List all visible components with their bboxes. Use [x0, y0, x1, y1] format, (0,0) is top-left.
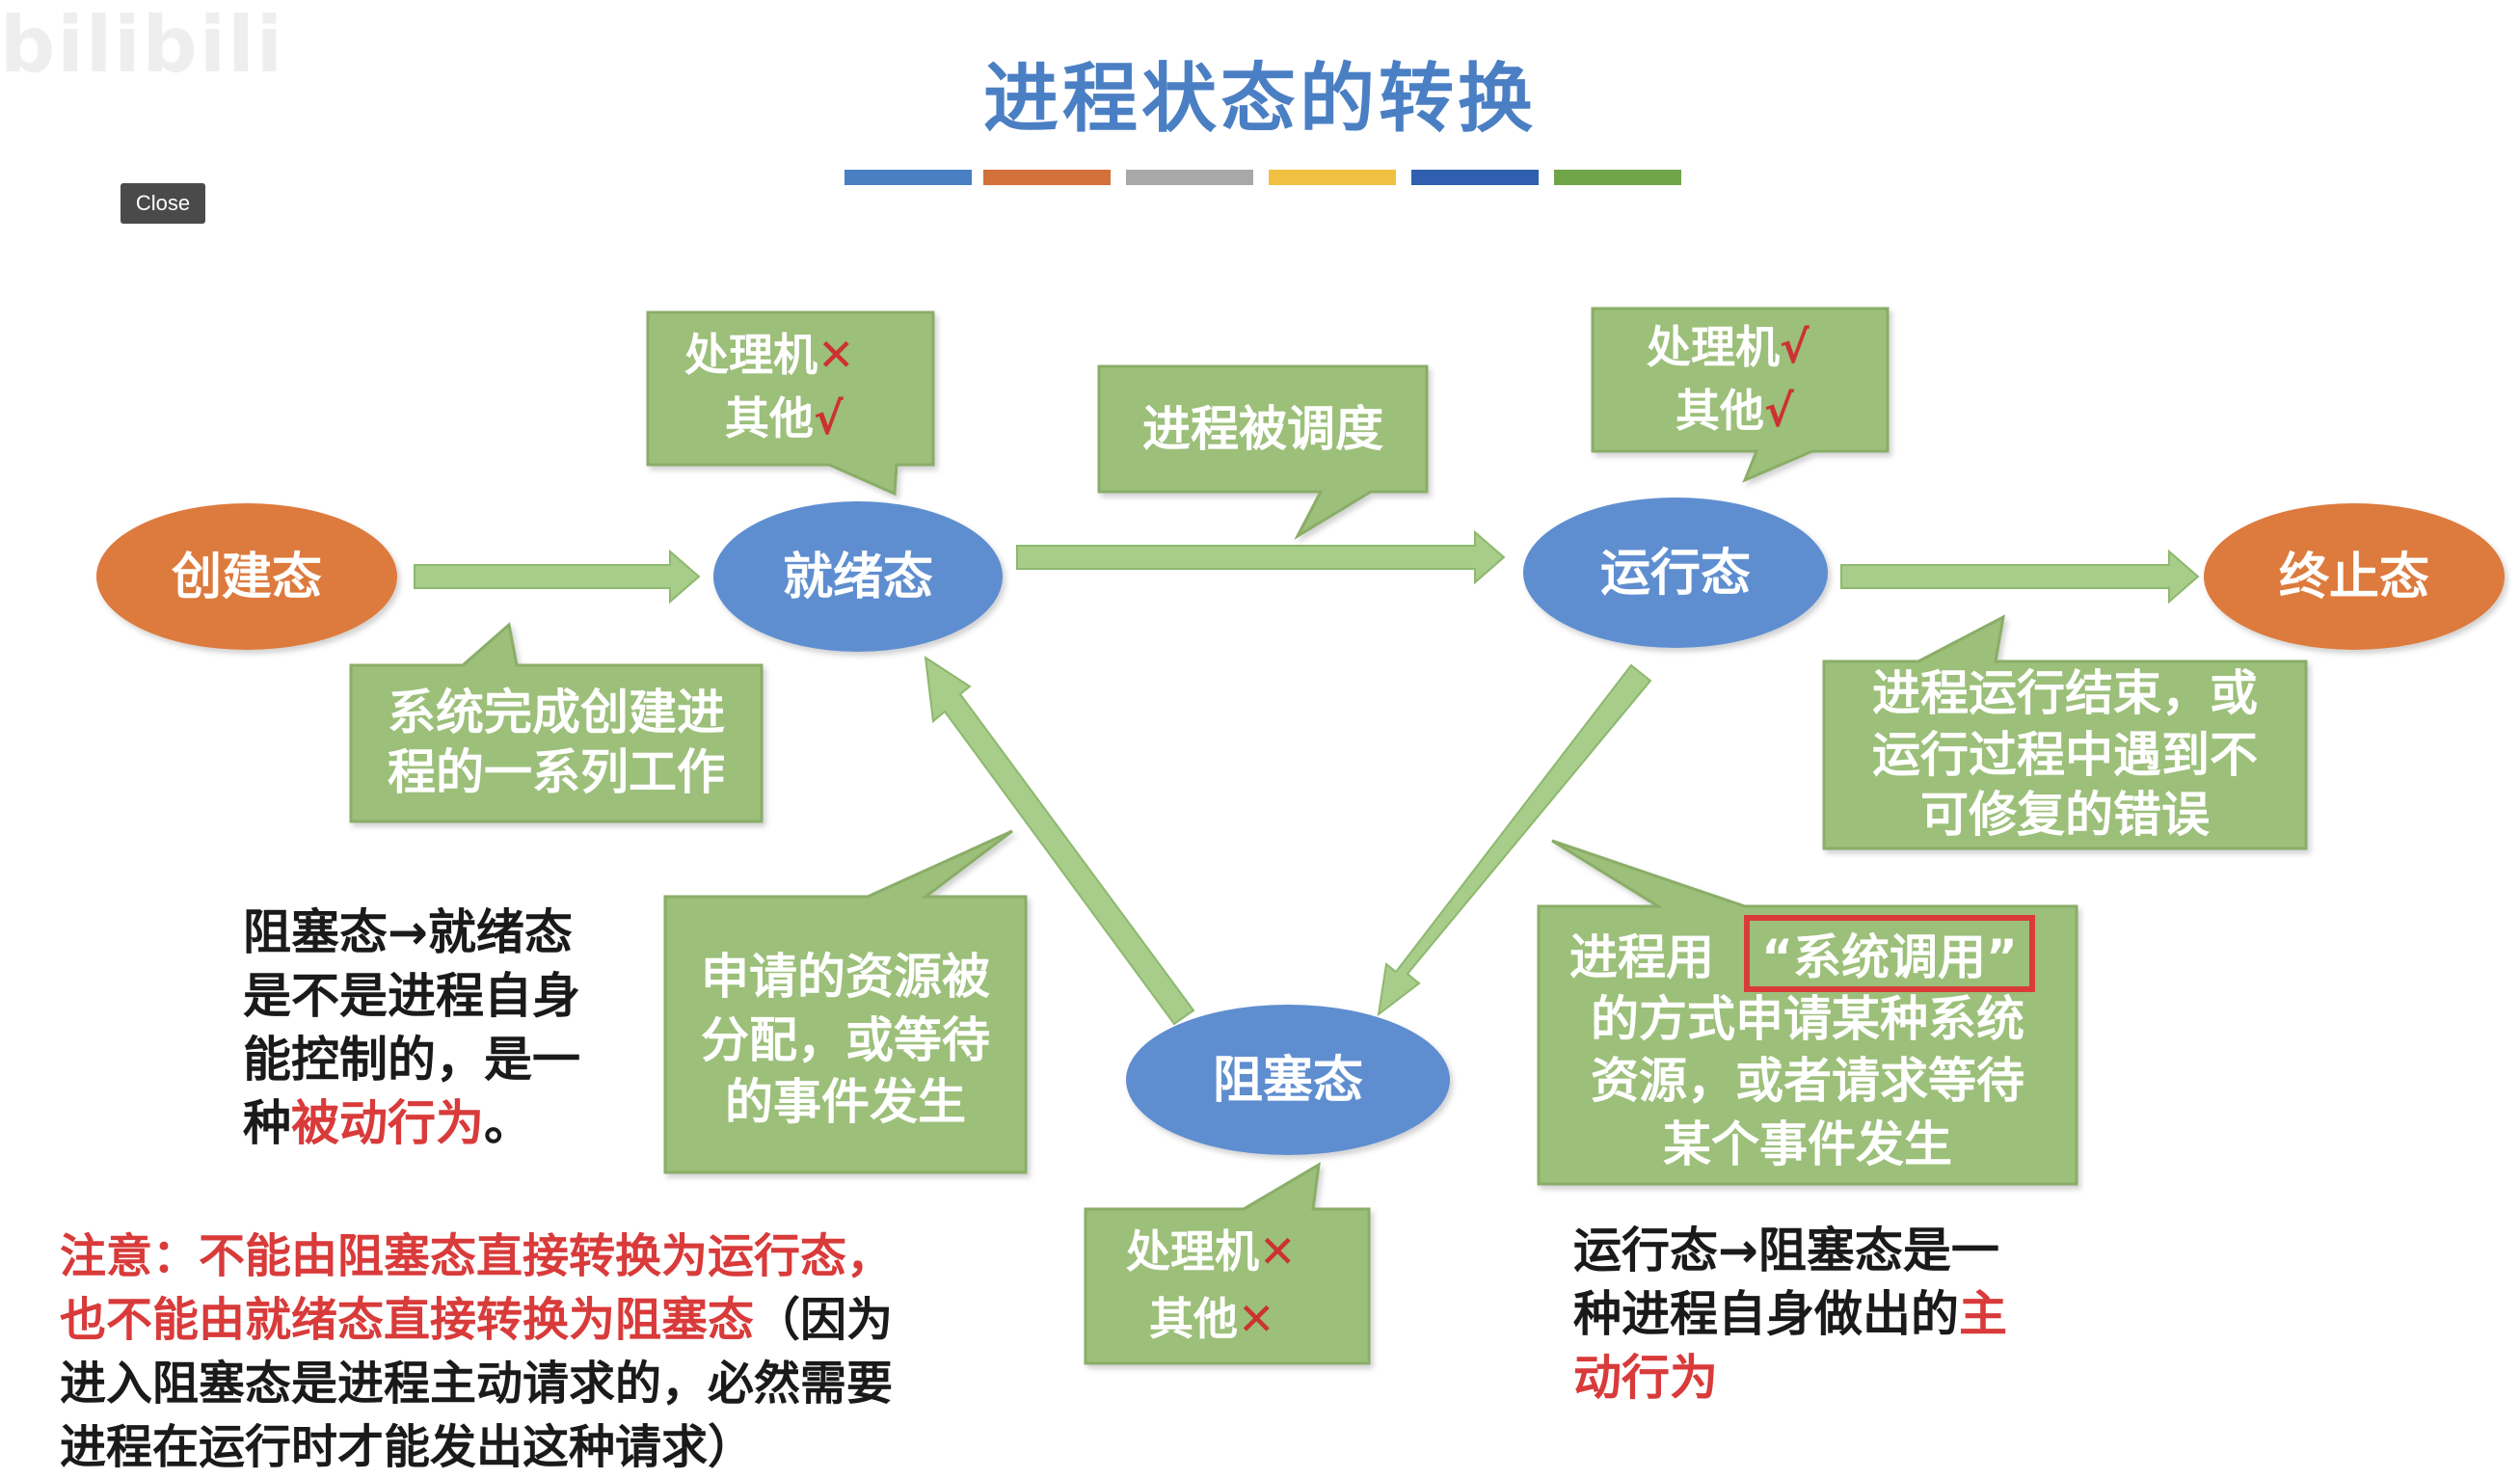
callout-label: 其他 [1149, 1293, 1238, 1345]
callout-text: 某个事件发生 [1663, 1116, 1952, 1172]
callout-text: 运行过程中遇到不 [1872, 727, 2258, 783]
title-bar-segment [1126, 170, 1253, 185]
svg-text:其他√: 其他√ [1676, 385, 1794, 437]
state-label: 运行态 [1600, 545, 1751, 603]
callout-text: 进程用 [1569, 929, 1714, 985]
callout-create-work: 系统完成创建进 程的一系列工作 [349, 622, 764, 823]
note-line: 进入阻塞态是进程主动请求的，必然需要 [60, 1357, 894, 1411]
note-emphasis: 主 [1959, 1286, 2007, 1342]
check-mark-icon: √ [814, 392, 844, 444]
note-line: 运行态→阻塞态是一 [1573, 1223, 1999, 1278]
highlight-box [1744, 915, 2035, 992]
state-create: 创建态 [96, 503, 397, 650]
note-emphasis: 也不能由就绪态直接转换为阻塞态 [60, 1293, 755, 1347]
svg-text:处理机√: 处理机√ [1647, 321, 1810, 373]
callout-text: 程的一系列工作 [388, 744, 725, 800]
check-mark-icon: √ [1780, 321, 1810, 373]
callout-terminate-reason: 进程运行结束，或 运行过程中遇到不 可修复的错误 [1822, 614, 2308, 850]
svg-text:其他✕: 其他✕ [1149, 1293, 1275, 1345]
note-text: （因为 [754, 1293, 894, 1347]
title-bar-segment [844, 170, 972, 185]
svg-text:处理机✕: 处理机✕ [684, 329, 855, 381]
title-bar-segment [1269, 170, 1396, 185]
note-text: 种 [243, 1095, 291, 1151]
callout-system-call: 进程用 “系统调用” 的方式申请某种系统 资源，或者请求等待 某个事件发生 [1537, 839, 2078, 1186]
callout-text: 申请的资源被 [701, 949, 990, 1005]
state-label: 阻塞态 [1213, 1052, 1363, 1110]
arrow-ready-to-running [1016, 529, 1506, 585]
arrow-blocked-to-ready [924, 655, 1195, 1026]
state-label: 就绪态 [783, 549, 933, 606]
callout-text: 可修复的错误 [1920, 787, 2210, 843]
arrow-running-to-blocked [1377, 663, 1652, 1017]
svg-text:其他√: 其他√ [725, 392, 844, 444]
note-emphasis: 被动行为 [291, 1095, 484, 1151]
callout-text: 分配，或等待 [701, 1012, 990, 1068]
svg-text:处理机✕: 处理机✕ [1126, 1225, 1297, 1277]
state-label: 终止态 [2279, 549, 2429, 606]
state-terminate: 终止态 [2204, 503, 2505, 650]
note-line: 进程在运行时才能发出这种请求） [60, 1420, 755, 1474]
callout-ready-resources: 处理机✕ 其他√ [646, 310, 935, 497]
callout-resource-granted: 申请的资源被 分配，或等待 的事件发生 [663, 829, 1028, 1174]
note-line: 动行为 [1573, 1350, 1718, 1406]
note-passive-behavior: 阻塞态→就绪态 是不是进程自身 能控制的，是一 种被动行为。 [243, 901, 580, 1155]
cross-mark-icon: ✕ [1238, 1293, 1275, 1345]
callout-running-resources: 处理机√ 其他√ [1591, 307, 1890, 483]
title-bar-segment [1554, 170, 1681, 185]
close-button[interactable]: Close [121, 183, 205, 224]
state-ready: 就绪态 [713, 501, 1003, 652]
note-line: 注意：不能由阻塞态直接转换为运行态， [60, 1229, 894, 1283]
callout-blocked-resources: 处理机✕ 其他✕ [1084, 1162, 1371, 1365]
check-mark-icon: √ [1764, 385, 1794, 437]
note-line: 阻塞态→就绪态 [243, 904, 573, 960]
note-line: 是不是进程自身 [243, 968, 580, 1024]
callout-text: 资源，或者请求等待 [1591, 1053, 2024, 1109]
callout-text: 系统完成创建进 [388, 685, 725, 740]
note-line: 种进程自身做出的主 [1573, 1282, 2007, 1346]
arrow-create-to-ready [414, 549, 701, 605]
callout-text: 进程被调度 [1142, 401, 1383, 457]
watermark-logo: bilibili [0, 0, 285, 90]
note-text: 种进程自身做出的 [1573, 1286, 1959, 1342]
callout-label: 处理机 [684, 329, 818, 381]
callout-label: 处理机 [1647, 321, 1780, 373]
state-label: 创建态 [171, 549, 322, 606]
callout-label: 处理机 [1126, 1225, 1259, 1277]
title-bar-segment [983, 170, 1111, 185]
callout-text: 的事件发生 [725, 1074, 966, 1130]
state-blocked: 阻塞态 [1126, 1005, 1450, 1155]
note-text: 。 [484, 1095, 532, 1151]
callout-highlight-text: “系统调用” [1761, 929, 2018, 985]
callout-label: 其他 [1676, 385, 1764, 437]
page-title: 进程状态的转换 [982, 56, 1537, 143]
note-line: 种被动行为。 [243, 1091, 580, 1155]
note-warning: 注意：不能由阻塞态直接转换为运行态， 也不能由就绪态直接转换为阻塞态（因为 进入… [60, 1224, 893, 1479]
title-bar-segment [1411, 170, 1539, 185]
callout-text: 进程运行结束，或 [1872, 665, 2258, 721]
cross-mark-icon: ✕ [818, 329, 855, 381]
callout-label: 其他 [725, 392, 814, 444]
callout-text: 的方式申请某种系统 [1591, 991, 2024, 1047]
callout-scheduled: 进程被调度 [1097, 364, 1429, 541]
arrow-running-to-terminate [1840, 549, 2200, 605]
cross-mark-icon: ✕ [1259, 1225, 1297, 1277]
note-line: 也不能由就绪态直接转换为阻塞态（因为 [60, 1288, 893, 1352]
state-running: 运行态 [1523, 497, 1828, 648]
note-active-behavior: 运行态→阻塞态是一 种进程自身做出的主 动行为 [1573, 1219, 2007, 1410]
note-line: 能控制的，是一 [243, 1032, 580, 1088]
